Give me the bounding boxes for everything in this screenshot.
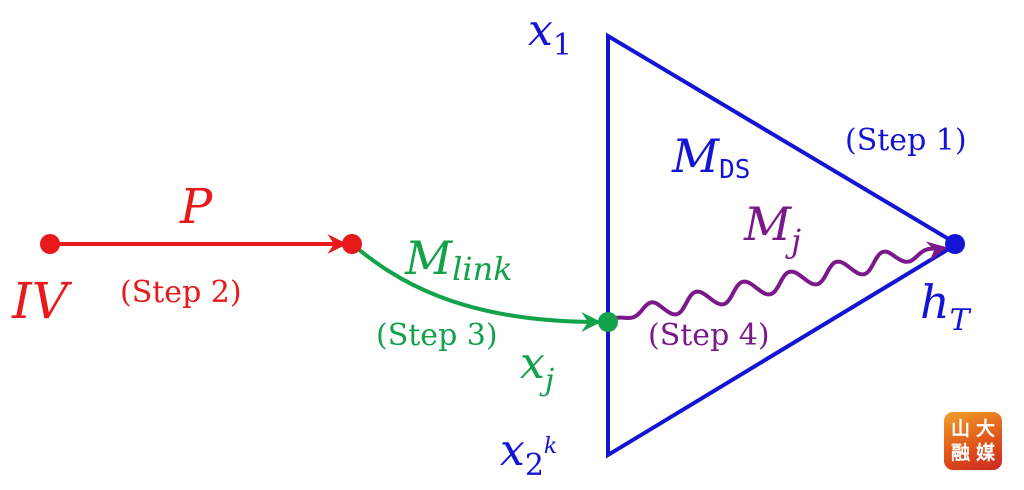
iv-node <box>40 234 60 254</box>
logo-char-1: 山 <box>950 417 970 440</box>
mlink-edge <box>350 242 602 332</box>
mds-label: MDS <box>671 129 750 185</box>
p-label: P <box>179 179 213 235</box>
xj-node <box>598 312 618 332</box>
x1-label: x1 <box>528 5 572 63</box>
logo-char-3: 融 <box>950 441 970 464</box>
mlink-label: Mlink <box>404 231 513 288</box>
ht-node <box>945 234 965 254</box>
x2k-label: x2k <box>500 425 557 483</box>
logo-char-4: 媒 <box>975 441 995 464</box>
watermark-logo: 山 大 融 媒 <box>944 412 1002 470</box>
step4-label: (Step 4) <box>648 318 770 353</box>
iv-label: IV <box>11 272 73 330</box>
p-end-node <box>342 234 362 254</box>
mds-triangle <box>606 32 961 459</box>
mj-wavy-edge <box>615 241 948 320</box>
logo-char-2: 大 <box>975 417 995 440</box>
step3-label: (Step 3) <box>376 318 498 353</box>
ht-label: hT <box>920 275 972 338</box>
step1-label: (Step 1) <box>845 123 967 158</box>
mj-label: Mj <box>743 197 801 260</box>
step2-label: (Step 2) <box>120 275 242 310</box>
xj-label: xj <box>520 338 554 398</box>
